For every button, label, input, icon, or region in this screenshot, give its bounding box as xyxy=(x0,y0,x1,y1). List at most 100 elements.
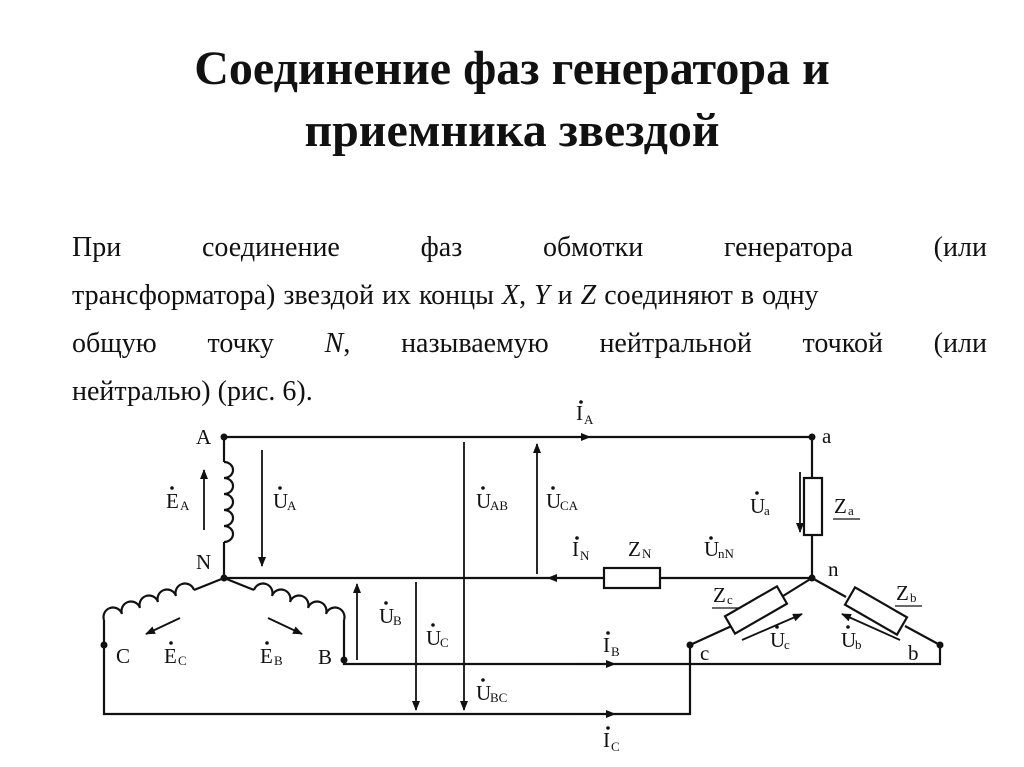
label-current-a: A xyxy=(584,412,594,427)
node-labels: A N C B a n c b xyxy=(116,424,919,669)
svg-text:E: E xyxy=(260,644,273,668)
svg-text:I: I xyxy=(603,728,610,752)
terminal-load-n xyxy=(808,574,816,582)
symbol-z: Z xyxy=(580,280,597,311)
label-voltage-c: C xyxy=(440,635,449,650)
paragraph-line-2: трансформатора) звездой их концы X, Y и … xyxy=(72,272,987,320)
svg-text:U: U xyxy=(546,489,561,513)
paragraph-line-3: общую точку N, называемую нейтральной то… xyxy=(72,320,987,368)
label-impedance-n: N xyxy=(642,546,652,561)
winding-c xyxy=(102,582,196,621)
neutral-symbol: N, xyxy=(324,328,351,359)
impedances xyxy=(602,476,909,637)
title-line-1: Соединение фаз генератора и xyxy=(194,42,830,95)
word: (или xyxy=(933,232,987,263)
label-node-load-c: c xyxy=(700,641,709,665)
word: точкой xyxy=(802,328,883,359)
emf-c-arrow xyxy=(145,617,181,635)
label-voltage-load-b: b xyxy=(855,637,862,652)
description-paragraph: При соединение фаз обмотки генератора (и… xyxy=(72,224,987,416)
svg-text:I: I xyxy=(603,633,610,657)
voltage-load-c-arrow xyxy=(741,613,803,641)
label-emf-a: A xyxy=(180,498,190,513)
impedance-zb xyxy=(843,585,909,637)
label-node-c: C xyxy=(116,644,130,668)
svg-text:U: U xyxy=(273,489,288,513)
label-emf-b: B xyxy=(274,653,283,668)
label-voltage-bc: BC xyxy=(490,690,507,705)
label-voltage-nn: nN xyxy=(718,546,735,561)
word: соединение xyxy=(201,232,340,263)
svg-text:Z: Z xyxy=(834,494,847,518)
text-run: соединяют в одну xyxy=(596,280,819,311)
svg-text:I: I xyxy=(576,401,583,425)
symbol-x: X xyxy=(501,280,520,311)
svg-text:U: U xyxy=(476,489,491,513)
word: нейтральной xyxy=(599,328,752,359)
label-node-a: A xyxy=(196,425,212,449)
label-node-b: B xyxy=(318,645,332,669)
symbol-y: Y xyxy=(534,280,550,311)
label-current-b: B xyxy=(611,644,620,659)
svg-text:Z: Z xyxy=(628,537,641,561)
svg-text:Z: Z xyxy=(713,583,726,607)
label-current-n: N xyxy=(580,548,590,563)
impedance-zc xyxy=(723,584,789,636)
label-node-load-a: a xyxy=(822,424,832,448)
word: фаз xyxy=(420,232,463,263)
voltage-load-b-arrow xyxy=(841,613,901,641)
wires xyxy=(102,435,942,716)
word: точку xyxy=(207,328,274,359)
label-emf-c: C xyxy=(178,653,187,668)
label-voltage-load-c: c xyxy=(784,637,790,652)
label-impedance-c: c xyxy=(727,592,733,607)
svg-text:I: I xyxy=(572,537,579,561)
label-voltage-b: B xyxy=(393,613,402,628)
label-impedance-b: b xyxy=(910,590,917,605)
svg-text:U: U xyxy=(841,628,856,652)
paragraph-line-4: нейтралью) (рис. 6). xyxy=(72,376,313,407)
impedance-zn xyxy=(602,566,662,590)
text-run: и xyxy=(549,280,581,311)
svg-text:U: U xyxy=(750,494,765,518)
word: При xyxy=(72,232,122,263)
wire-c xyxy=(102,645,692,716)
terminal-load-a xyxy=(808,433,816,441)
svg-text:Z: Z xyxy=(896,581,909,605)
label-voltage-ab: AB xyxy=(490,498,508,513)
title-line-2: приемника звездой xyxy=(304,104,720,157)
word: генератора xyxy=(723,232,853,263)
svg-text:E: E xyxy=(164,644,177,668)
word: (или xyxy=(933,328,987,359)
label-node-n: N xyxy=(196,550,211,574)
text-run: , xyxy=(519,280,535,311)
svg-text:U: U xyxy=(379,604,394,628)
word: общую xyxy=(72,328,157,359)
winding-b xyxy=(252,582,346,621)
paragraph-line-1: При соединение фаз обмотки генератора (и… xyxy=(72,224,987,272)
label-impedance-a: a xyxy=(848,503,854,518)
svg-text:U: U xyxy=(770,628,785,652)
word: называемую xyxy=(401,328,549,359)
terminal-b xyxy=(340,656,348,664)
page-title: Соединение фаз генератора и приемника зв… xyxy=(0,38,1024,162)
svg-text:U: U xyxy=(476,681,491,705)
label-voltage-load-a: a xyxy=(764,503,770,518)
text-run: трансформатора) звездой их концы xyxy=(72,280,502,311)
label-voltage-a: A xyxy=(287,498,297,513)
svg-text:U: U xyxy=(426,626,441,650)
terminals xyxy=(100,433,944,664)
label-voltage-ca: CA xyxy=(560,498,579,513)
terminal-n xyxy=(220,574,228,582)
terminal-load-b xyxy=(936,641,944,649)
label-node-load-n: n xyxy=(828,557,839,581)
word: обмотки xyxy=(543,232,644,263)
svg-text:E: E xyxy=(166,489,179,513)
svg-text:U: U xyxy=(704,537,719,561)
terminal-c xyxy=(100,641,108,649)
impedance-za xyxy=(802,476,824,537)
terminal-load-c xyxy=(686,641,694,649)
label-current-c: C xyxy=(611,739,620,754)
